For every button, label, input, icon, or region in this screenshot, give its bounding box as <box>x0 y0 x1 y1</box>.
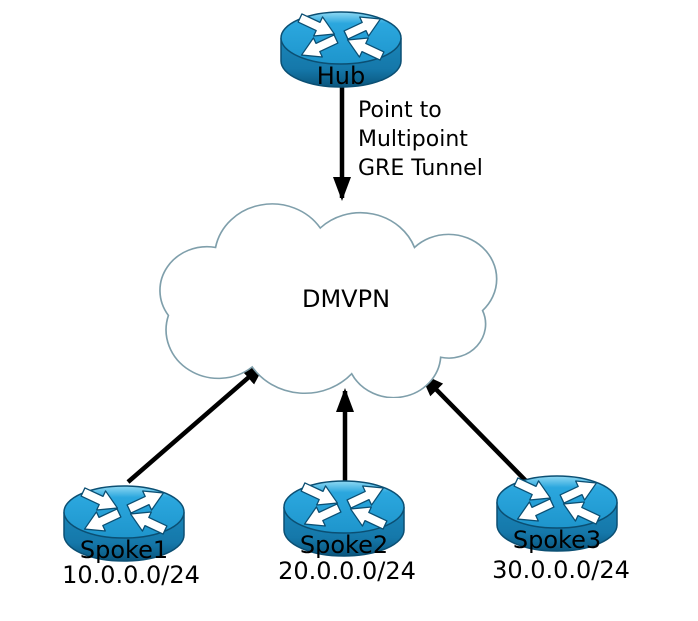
spoke1-subnet-label: 10.0.0.0/24 <box>62 561 200 589</box>
cloud-outline <box>159 203 498 398</box>
cloud-shape <box>159 203 498 398</box>
spoke3-router-node: Spoke3 <box>494 474 620 554</box>
spoke1-label: Spoke1 <box>79 536 169 564</box>
spoke2-router-node: Spoke2 <box>281 479 407 559</box>
spoke1-router-node: Spoke1 <box>61 484 187 564</box>
hub-router-node: Hub <box>278 10 404 90</box>
hub-label: Hub <box>316 62 366 90</box>
spoke2-label: Spoke2 <box>299 531 389 559</box>
spoke3-label: Spoke3 <box>512 526 602 554</box>
cloud-label: DMVPN <box>301 285 391 313</box>
tunnel-annotation: Point to Multipoint GRE Tunnel <box>358 98 483 181</box>
spoke2-subnet-label: 20.0.0.0/24 <box>278 557 416 585</box>
dmvpn-cloud: DMVPN <box>137 194 514 398</box>
spoke3-subnet-label: 30.0.0.0/24 <box>492 556 630 584</box>
spoke1-to-cloud-arrow <box>126 362 267 484</box>
spoke3-to-cloud-arrow <box>419 372 530 485</box>
